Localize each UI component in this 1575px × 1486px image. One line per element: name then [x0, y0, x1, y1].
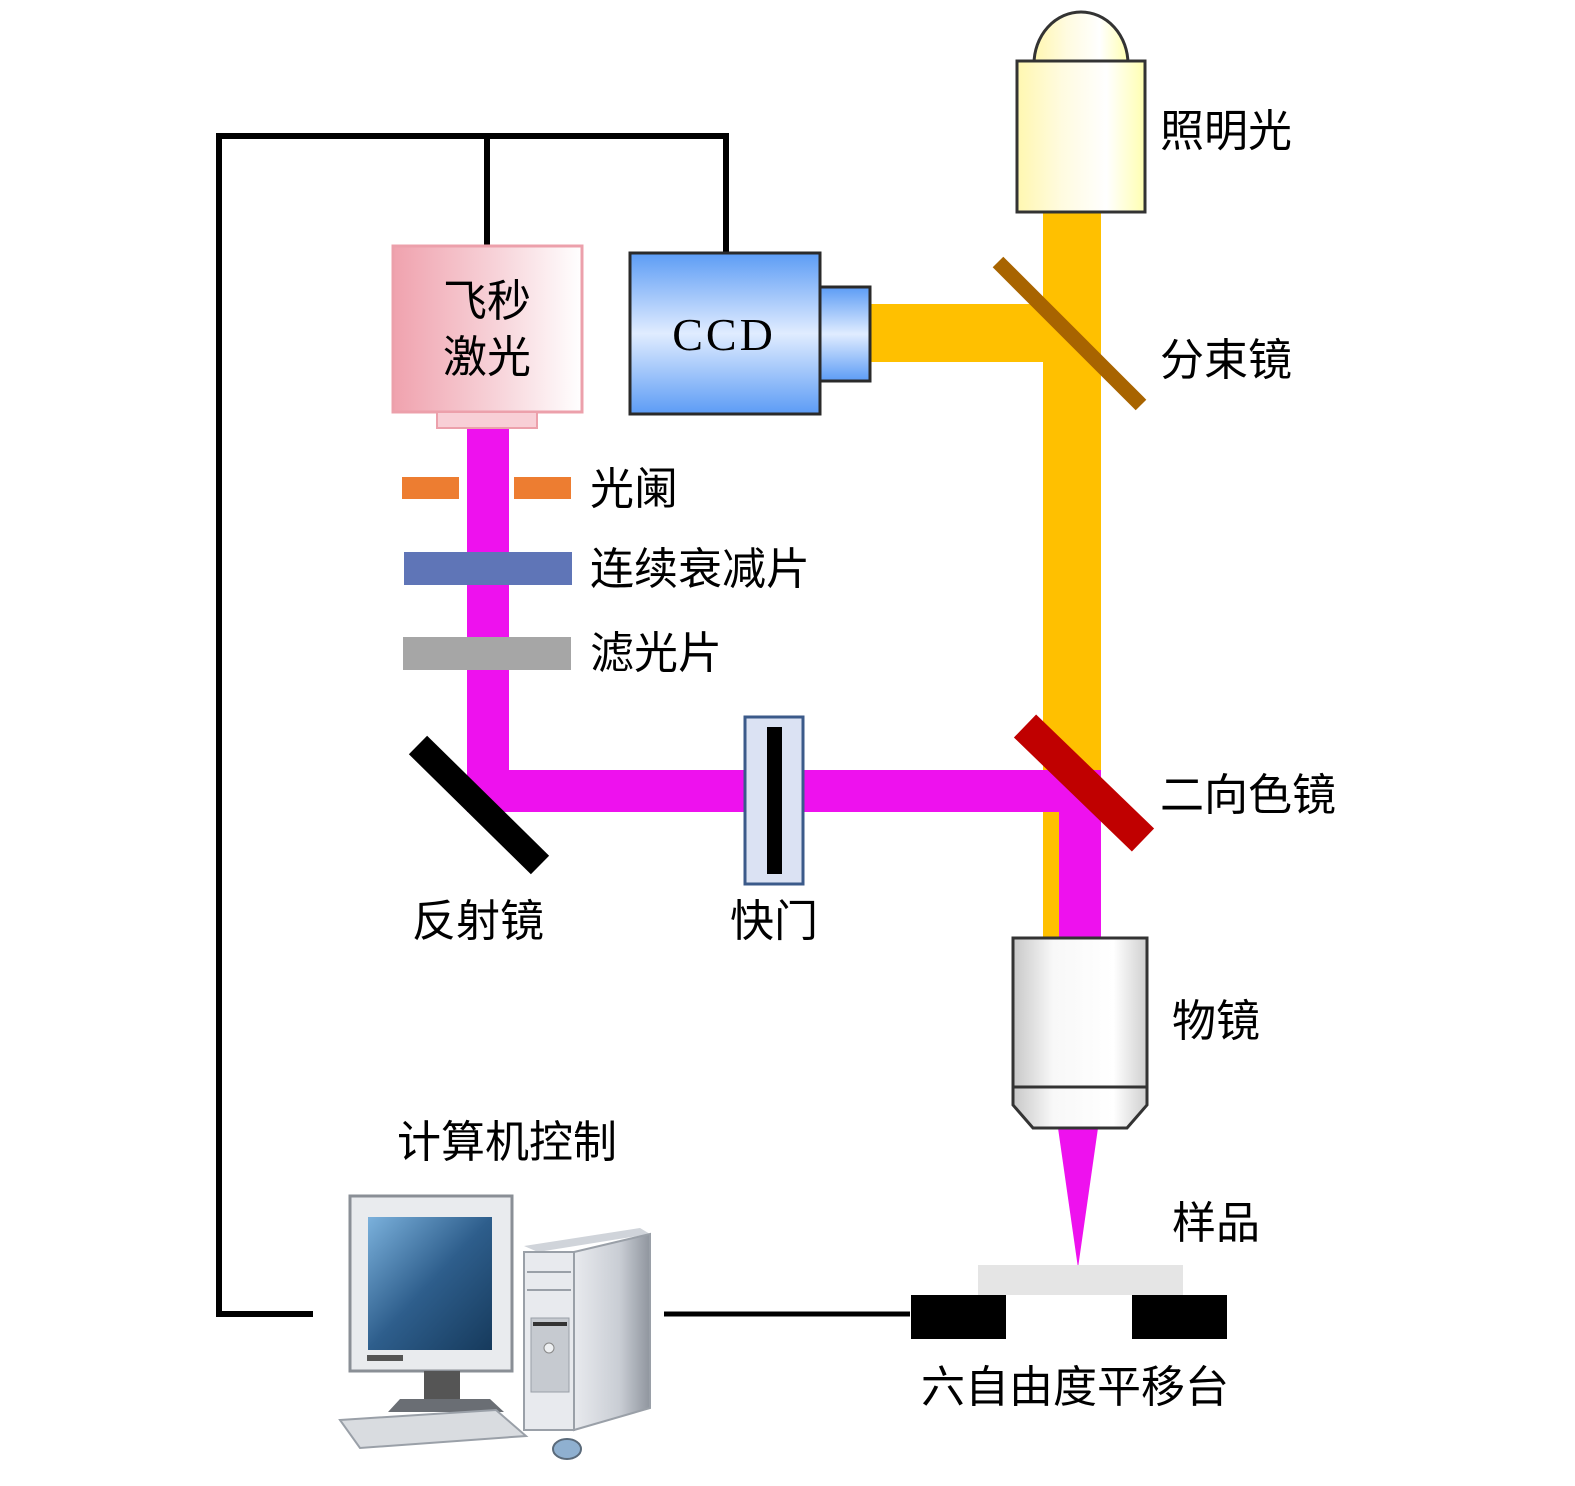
attenuator: 连续衰减片	[404, 544, 810, 595]
monitor-button-bar	[367, 1355, 403, 1361]
lamp-housing	[1015, 59, 1147, 214]
filter-label: 滤光片	[590, 628, 722, 679]
aperture-left-blade	[402, 477, 459, 499]
ccd-body	[628, 251, 822, 416]
tower-top	[524, 1228, 650, 1252]
laser-label-line2: 激光	[443, 332, 531, 383]
tower-front-panel	[530, 1317, 570, 1393]
mirror-label: 反射镜	[412, 896, 544, 947]
stage-label: 六自由度平移台	[921, 1362, 1229, 1413]
objective-lens: 物镜	[1011, 936, 1260, 1130]
ccd-camera: CCD	[628, 251, 872, 416]
filter: 滤光片	[403, 628, 722, 679]
dichroic-plate	[1013, 714, 1155, 852]
lamp-dome	[1032, 10, 1130, 66]
monitor-screen	[368, 1217, 492, 1350]
ccd-lens	[818, 285, 872, 383]
control-wires	[216, 133, 910, 1317]
monitor-base	[388, 1399, 504, 1412]
dichroic-mirror: 二向色镜	[1013, 714, 1336, 852]
ccd-label: CCD	[672, 309, 776, 360]
shutter-blade	[767, 727, 782, 874]
beam-splitter-plate	[992, 256, 1147, 411]
beam-splitter-label: 分束镜	[1160, 335, 1292, 386]
filter-plate	[403, 637, 571, 670]
objective-body	[1011, 936, 1149, 1130]
monitor-stand	[424, 1371, 460, 1399]
laser-beam-vertical	[467, 426, 509, 812]
aperture-label: 光阑	[590, 464, 678, 515]
beam-splitter: 分束镜	[992, 256, 1292, 411]
illumination-label: 照明光	[1160, 106, 1292, 157]
objective-label: 物镜	[1172, 996, 1260, 1047]
aperture: 光阑	[402, 464, 678, 515]
laser-label-line1: 飞秒	[443, 276, 531, 327]
reflecting-mirror: 反射镜	[408, 735, 550, 947]
sample-slab	[978, 1265, 1183, 1295]
computer-label: 计算机控制	[397, 1117, 617, 1168]
wire-computer-to-laser-ccd	[216, 133, 729, 1317]
computer: 计算机控制	[338, 1117, 651, 1460]
shutter-label: 快门	[730, 896, 818, 947]
mirror-plate	[408, 735, 550, 875]
laser-output-port	[436, 411, 538, 429]
tower-slot	[533, 1322, 567, 1326]
computer-icon	[338, 1194, 651, 1460]
focused-laser-cone	[1058, 1128, 1098, 1268]
illumination-beam-to-ccd	[870, 304, 1050, 362]
aperture-right-blade	[514, 477, 571, 499]
laser-body	[391, 244, 584, 414]
shutter: 快门	[730, 715, 818, 947]
stage-left-block	[911, 1295, 1006, 1339]
sample-label: 样品	[1172, 1198, 1260, 1249]
attenuator-plate	[404, 552, 572, 585]
sample: 样品	[978, 1198, 1260, 1295]
keyboard	[338, 1408, 529, 1450]
power-button	[543, 1342, 555, 1354]
illumination-lamp: 照明光	[1015, 10, 1292, 214]
six-dof-stage: 六自由度平移台	[911, 1295, 1229, 1413]
stage-right-block	[1132, 1295, 1227, 1339]
mouse	[552, 1438, 582, 1460]
attenuator-label: 连续衰减片	[590, 544, 810, 595]
tower-side	[573, 1232, 651, 1432]
femtosecond-laser: 飞秒 激光	[391, 244, 584, 429]
dichroic-label: 二向色镜	[1160, 770, 1336, 821]
